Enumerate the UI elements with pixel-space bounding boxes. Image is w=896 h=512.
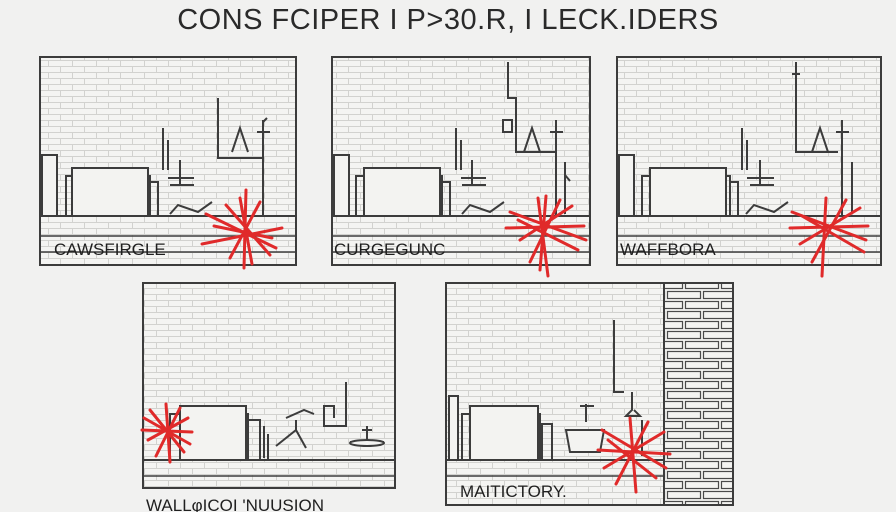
panel-4: WALLφICOI 'NUUSION <box>140 282 396 512</box>
panel-caption: WAFFBORA <box>620 240 716 259</box>
floor-debris <box>461 201 505 215</box>
red-burst-marker <box>200 188 284 270</box>
floor-debris <box>745 201 789 215</box>
red-burst-marker <box>140 402 194 464</box>
cabinet <box>448 395 459 461</box>
wall-pipe <box>580 320 624 422</box>
bed <box>71 167 149 217</box>
faucet <box>455 128 486 186</box>
bracket <box>231 124 249 153</box>
sink <box>564 429 606 453</box>
red-burst-marker <box>788 196 870 278</box>
sink <box>323 382 347 427</box>
cabinet <box>618 154 635 217</box>
drain-plate <box>349 439 385 447</box>
nightstand <box>247 419 261 460</box>
pipe <box>263 426 269 460</box>
cabinet <box>333 154 350 217</box>
wall-pipe <box>217 98 262 159</box>
panel-caption: MAITICTORY. <box>460 482 567 501</box>
panel-caption: CAWSFIRGLE <box>54 240 166 259</box>
panel-5: MAITICTORY. <box>445 282 734 506</box>
nightstand <box>541 423 553 460</box>
shower-pipe <box>550 120 571 216</box>
panel-caption: WALLφICOI 'NUUSION <box>146 496 324 512</box>
wall-pipe <box>507 62 556 153</box>
red-burst-marker <box>596 416 672 494</box>
valve <box>502 119 513 133</box>
bed <box>469 405 539 461</box>
page-title: CONS FCIPER I P>30.R, I LECK.IDERS <box>177 4 719 36</box>
panel-frame <box>142 282 396 489</box>
panel-caption: CURGEGUNC <box>334 240 445 259</box>
shower-pipe <box>836 120 853 216</box>
floor-debris <box>169 201 213 215</box>
faucet <box>741 128 774 186</box>
nightstand <box>441 181 451 216</box>
toilet <box>275 408 315 449</box>
bracket <box>523 124 541 153</box>
bracket <box>811 124 829 153</box>
panel-2: CURGEGUNC <box>331 56 591 278</box>
bed <box>363 167 441 217</box>
nightstand <box>729 181 739 216</box>
panel-frame <box>616 56 882 266</box>
shower-pipe <box>257 117 270 216</box>
panel-frame <box>39 56 297 266</box>
wall-pipe <box>795 62 838 153</box>
panel-frame <box>445 282 734 506</box>
panel-3: WAFFBORA <box>616 56 882 278</box>
nightstand <box>149 181 159 216</box>
faucet <box>162 128 194 186</box>
brick-column <box>664 283 733 505</box>
cabinet <box>41 154 58 217</box>
red-burst-marker <box>504 194 588 278</box>
panel-1: CAWSFIRGLE <box>39 56 297 270</box>
bed <box>649 167 727 217</box>
panel-frame <box>331 56 591 266</box>
shower-head <box>623 392 643 417</box>
